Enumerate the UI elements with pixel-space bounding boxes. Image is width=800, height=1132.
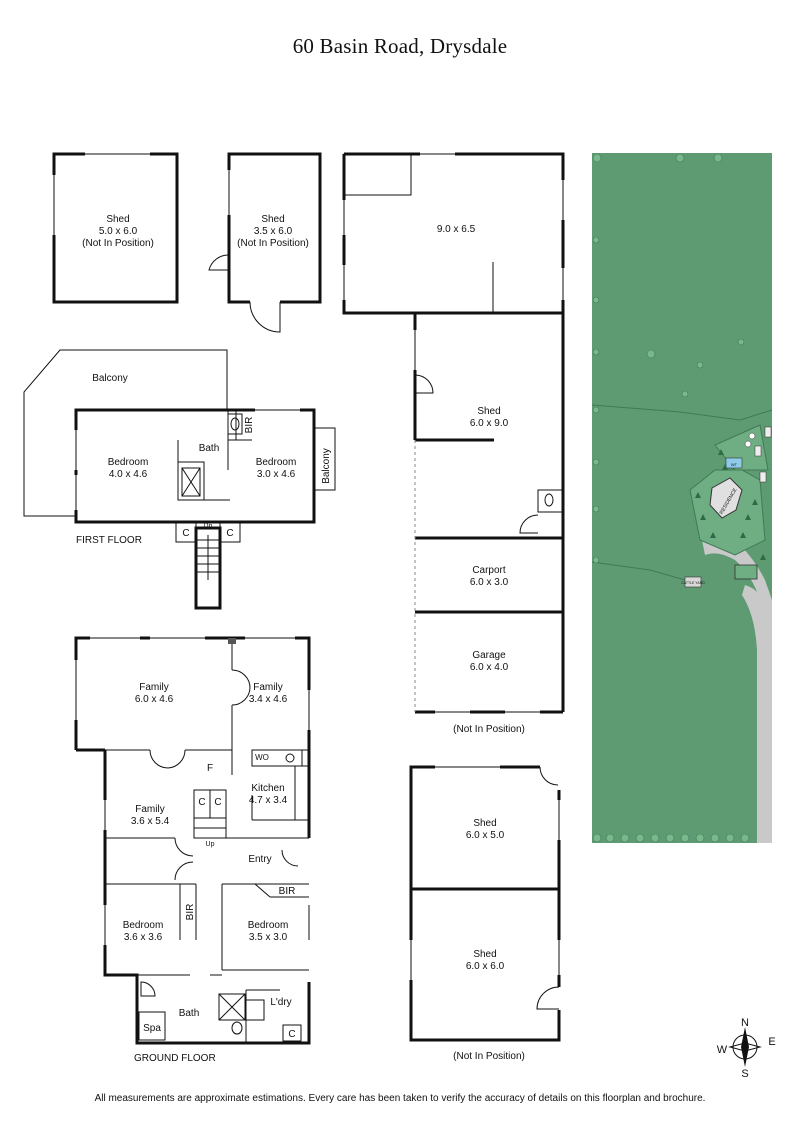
gf-family1-dims: 6.0 x 4.6 [135, 694, 174, 705]
shed3-name: Shed [477, 406, 500, 417]
compass-rose-icon [728, 1027, 762, 1067]
gf-bir2-label: BIR [279, 886, 296, 897]
ff-cupboard-2: C [226, 528, 233, 539]
site-water-tank-label: WT [731, 462, 738, 467]
site-plan [591, 153, 773, 843]
carport-name: Carport [472, 565, 506, 576]
gf-kitchen-name: Kitchen [251, 783, 284, 794]
gf-kitchen-dims: 4.7 x 3.4 [249, 795, 288, 806]
gf-family1-name: Family [139, 682, 168, 693]
ff-bed1-dims: 4.0 x 4.6 [109, 469, 148, 480]
ff-balcony-label: Balcony [92, 373, 128, 384]
first-floor-label: FIRST FLOOR [76, 535, 142, 546]
shed2-dims: 3.5 x 6.0 [254, 226, 293, 237]
ground-floor-label: GROUND FLOOR [134, 1053, 216, 1064]
plan-title: 60 Basin Road, Drysdale [292, 34, 508, 58]
gf-cupboard-1: C [198, 797, 205, 808]
ff-bed2-name: Bedroom [256, 457, 297, 468]
gf-family2-name: Family [253, 682, 282, 693]
garage-name: Garage [472, 650, 506, 661]
note-not-in-position-2: (Not In Position) [453, 1051, 525, 1062]
ff-bed2-dims: 3.0 x 4.6 [257, 469, 296, 480]
shed5-dims: 6.0 x 6.0 [466, 961, 505, 972]
gf-family3-name: Family [135, 804, 164, 815]
shed3-dims: 6.0 x 9.0 [470, 418, 509, 429]
compass-south: S [741, 1068, 748, 1080]
gf-family3-dims: 3.6 x 5.4 [131, 816, 170, 827]
shed2-note: (Not In Position) [237, 238, 309, 249]
compass-west: W [717, 1044, 728, 1056]
gf-bath-label: Bath [179, 1008, 200, 1019]
site-cattle-yard-label: CATTLE YARD [681, 581, 705, 585]
gf-spa-label: Spa [143, 1023, 161, 1034]
shed-5x6-outline [52, 152, 179, 304]
carport-dims: 6.0 x 3.0 [470, 577, 509, 588]
gf-fridge: F [207, 763, 213, 774]
ff-bath-label: Bath [199, 443, 220, 454]
first-floor-outline [23, 349, 336, 610]
lower-sheds-outline [409, 765, 561, 1042]
shed1-dims: 5.0 x 6.0 [99, 226, 138, 237]
shed4-dims: 6.0 x 5.0 [466, 830, 505, 841]
gf-entry-label: Entry [248, 854, 271, 865]
note-not-in-position-1: (Not In Position) [453, 724, 525, 735]
gf-family2-dims: 3.4 x 4.6 [249, 694, 288, 705]
shed1-note: (Not In Position) [82, 238, 154, 249]
shed-3.5x6-outline [208, 152, 322, 333]
ff-cupboard-1: C [182, 528, 189, 539]
shed2-name: Shed [261, 214, 284, 225]
ff-bir-label: BIR [244, 417, 255, 434]
gf-bed1-dims: 3.6 x 3.6 [124, 932, 163, 943]
gf-bir1-label: BIR [185, 904, 196, 921]
gf-bed1-name: Bedroom [123, 920, 164, 931]
garage-dims: 6.0 x 4.0 [470, 662, 509, 673]
gf-cupboard-2: C [214, 797, 221, 808]
gf-bed2-name: Bedroom [248, 920, 289, 931]
gf-wall-oven: WO [255, 753, 269, 762]
gf-bed2-dims: 3.5 x 3.0 [249, 932, 288, 943]
gf-cupboard-3: C [288, 1029, 295, 1040]
disclaimer: All measurements are approximate estimat… [94, 1093, 706, 1104]
shed1-name: Shed [106, 214, 129, 225]
gf-laundry-label: L'dry [270, 997, 291, 1008]
shed4-name: Shed [473, 818, 496, 829]
ff-stairs-down: Dn [204, 523, 213, 530]
big-building-dims: 9.0 x 6.5 [437, 224, 476, 235]
ff-balcony-side-label: Balcony [321, 448, 332, 484]
ground-floor-outline [74, 636, 311, 1045]
shed-carport-garage-outline [413, 313, 565, 714]
compass-east: E [768, 1036, 775, 1048]
ff-bed1-name: Bedroom [108, 457, 149, 468]
gf-stairs-up: Up [206, 841, 215, 848]
compass-north: N [741, 1017, 749, 1029]
shed5-name: Shed [473, 949, 496, 960]
